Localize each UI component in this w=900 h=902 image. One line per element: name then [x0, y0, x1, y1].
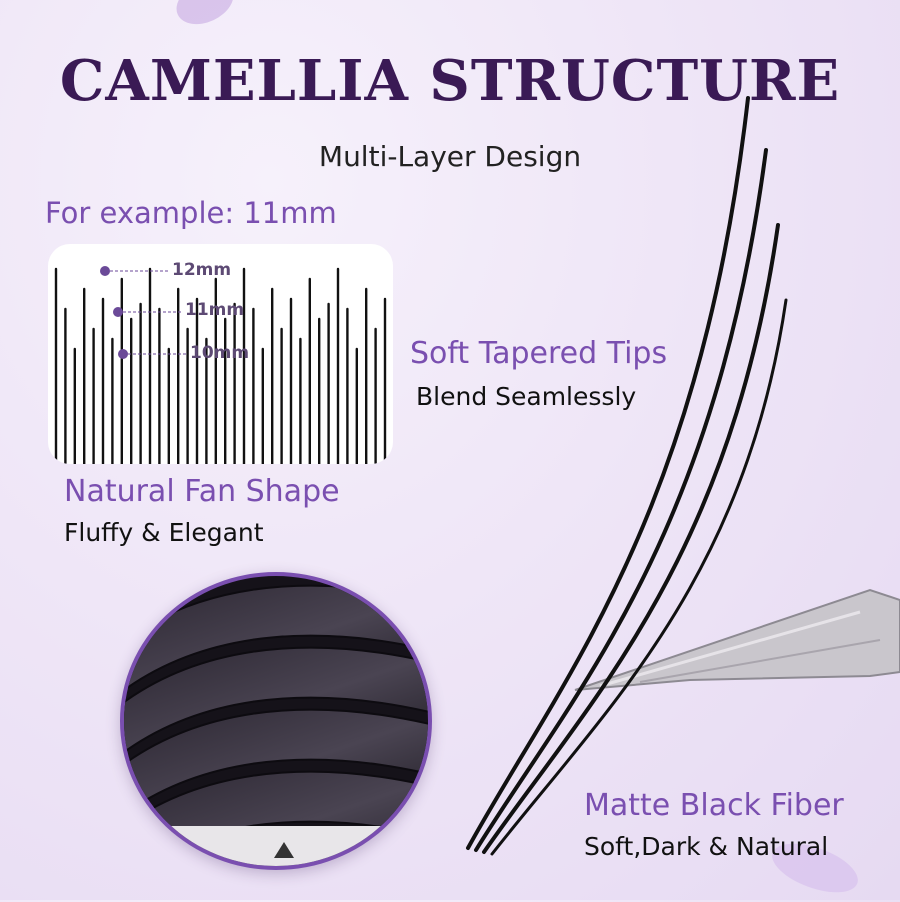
tapered-tips-title: Soft Tapered Tips: [410, 336, 668, 371]
fan-shape-title: Natural Fan Shape: [64, 474, 340, 509]
page-subtitle: Multi-Layer Design: [318, 140, 582, 173]
example-label: For example: 11mm: [45, 196, 337, 230]
fan-shape-desc: Fluffy & Elegant: [64, 518, 264, 547]
length-label-10mm: 10mm: [190, 343, 250, 363]
lash-rows-image: [124, 584, 428, 866]
length-label-11mm: 11mm: [185, 300, 245, 320]
lash-row: [124, 584, 428, 692]
fiber-strand-2: [474, 148, 768, 852]
lash-row: [124, 708, 428, 816]
lash-tray-photo: [120, 572, 432, 870]
tweezers-icon: [574, 588, 900, 691]
matte-fiber-desc: Soft,Dark & Natural: [584, 832, 829, 861]
lash-row: [124, 646, 428, 754]
length-marker-10mm: [118, 349, 128, 359]
lash-length-card: 12mm 11mm 10mm: [48, 244, 393, 464]
page-title: CAMELLIA STRUCTURE: [59, 48, 841, 114]
matte-fiber-title: Matte Black Fiber: [584, 788, 844, 823]
fiber-strand-3: [482, 223, 780, 854]
length-marker-12mm: [100, 266, 110, 276]
fiber-strand-4: [490, 298, 788, 856]
fiber-strand-1: [466, 96, 750, 850]
lash-fan-diagram: [54, 266, 387, 464]
length-label-12mm: 12mm: [172, 260, 232, 280]
length-marker-11mm: [113, 307, 123, 317]
tapered-tips-desc: Blend Seamlessly: [416, 382, 637, 411]
